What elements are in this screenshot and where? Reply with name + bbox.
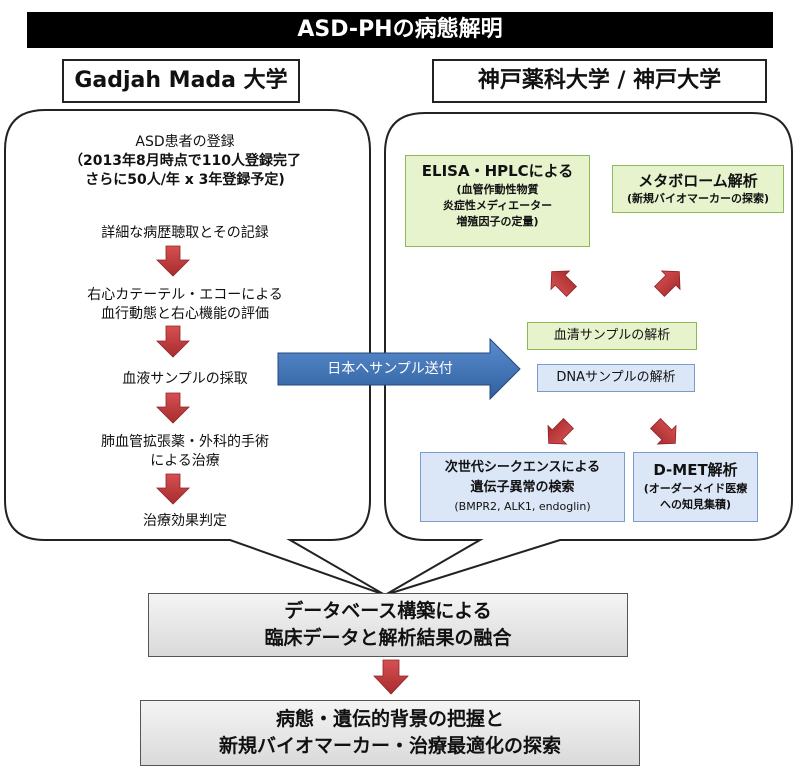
right-institution-label: 神戸薬科大学 / 神戸大学: [432, 59, 767, 103]
catheter-line1: 右心カテーテル・エコーによる: [87, 287, 283, 303]
dmet-title: D-MET解析: [653, 461, 738, 479]
arrow-up-right: [653, 270, 681, 298]
database-integration-box: データベース構築による 臨床データと解析結果の融合: [148, 593, 628, 657]
treatment-line2: による治療: [150, 453, 220, 469]
dmet-box: D-MET解析 (オーダーメイド医療 への知見集積): [633, 452, 758, 522]
down-arrow-3: [156, 392, 190, 424]
step-history: 詳細な病歴聴取とその記録: [101, 225, 269, 241]
arrow-up-left: [550, 270, 578, 298]
step-treatment: 肺血管拡張薬・外科的手術 による治療: [20, 433, 350, 471]
elisa-line2: 炎症性メディエーター: [442, 199, 553, 212]
down-arrow-2: [156, 325, 190, 358]
ngs-line1: 次世代シークエンスによる: [444, 460, 601, 475]
arrow-down-left: [547, 417, 575, 445]
elisa-line1: (血管作動性物質: [456, 183, 539, 196]
ngs-line3: (BMPR2, ALK1, endoglin): [454, 500, 591, 513]
final-goal-box: 病態・遺伝的背景の把握と 新規バイオマーカー・治療最適化の探索: [140, 700, 640, 766]
database-line2: 臨床データと解析結果の融合: [264, 627, 512, 649]
database-line1: データベース構築による: [284, 600, 492, 622]
treatment-line1: 肺血管拡張薬・外科的手術: [101, 434, 269, 450]
transfer-arrow: [277, 337, 521, 401]
metabolome-box: メタボローム解析 (新規バイオマーカーの探索): [612, 165, 784, 213]
elisa-hplc-box: ELISA・HPLCによる (血管作動性物質 炎症性メディエーター 増殖因子の定…: [405, 155, 590, 247]
ngs-line2: 遺伝子異常の検索: [470, 480, 575, 495]
elisa-line3: 増殖因子の定量): [456, 215, 539, 228]
left-institution-label: Gadjah Mada 大学: [62, 59, 300, 103]
metabolome-title: メタボローム解析: [638, 172, 758, 190]
registration-line1: ASD患者の登録: [135, 134, 235, 150]
down-arrow-1: [156, 245, 190, 277]
registration-line2: （2013年8月時点で110人登録完了: [69, 153, 301, 169]
transfer-arrow-label: 日本へサンプル送付: [327, 361, 453, 377]
dna-analysis-box: DNAサンプルの解析: [537, 364, 695, 392]
step-registration: ASD患者の登録 （2013年8月時点で110人登録完了 さらに50人/年 x …: [20, 133, 350, 190]
metabolome-sub: (新規バイオマーカーの探索): [626, 192, 770, 205]
serum-analysis-box: 血清サンプルの解析: [527, 322, 697, 350]
catheter-line2: 血行動態と右心機能の評価: [101, 306, 269, 322]
dmet-line2: への知見集積): [659, 498, 732, 511]
down-arrow-bottom: [373, 659, 409, 695]
final-line2: 新規バイオマーカー・治療最適化の探索: [218, 735, 561, 757]
step-blood-sampling: 血液サンプルの採取: [122, 371, 248, 387]
registration-line3: さらに50人/年 x 3年登録予定): [85, 172, 285, 188]
arrow-down-right: [649, 417, 677, 445]
elisa-title: ELISA・HPLCによる: [421, 162, 574, 180]
step-evaluation: 治療効果判定: [143, 513, 227, 529]
dmet-line1: (オーダーメイド医療: [643, 482, 748, 495]
ngs-box: 次世代シークエンスによる 遺伝子異常の検索 (BMPR2, ALK1, endo…: [420, 452, 625, 522]
final-line1: 病態・遺伝的背景の把握と: [275, 708, 504, 730]
step-catheter: 右心カテーテル・エコーによる 血行動態と右心機能の評価: [20, 286, 350, 324]
down-arrow-4: [156, 473, 190, 505]
page-title: ASD-PHの病態解明: [27, 12, 773, 48]
